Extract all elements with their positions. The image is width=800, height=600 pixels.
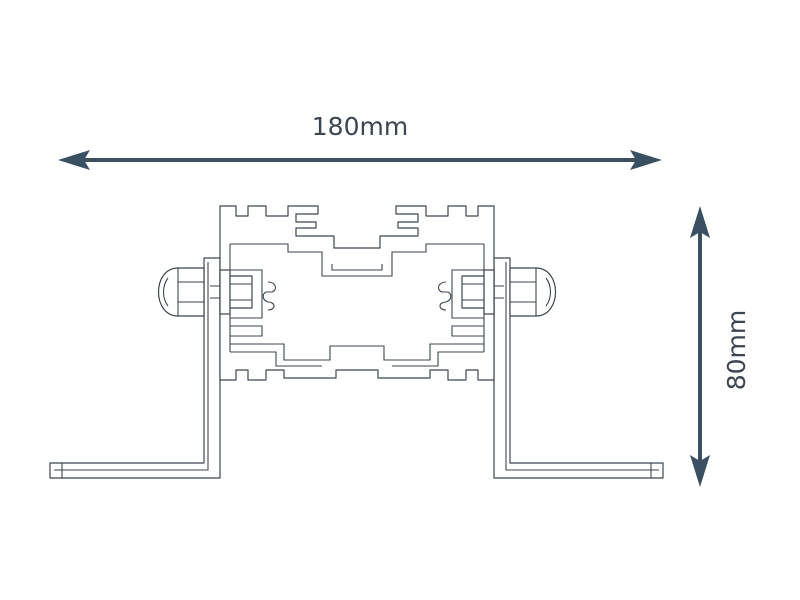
width-dimension-label: 180mm	[312, 112, 408, 141]
height-arrow-bottom	[690, 455, 710, 487]
left-cap-nut	[157, 267, 205, 317]
right-bolt-assembly	[461, 267, 557, 317]
height-dimension-label: 80mm	[722, 310, 751, 391]
width-arrow-right	[630, 150, 662, 170]
left-bolt-assembly	[157, 267, 253, 317]
right-cap-nut	[509, 267, 557, 317]
height-dimension: 80mm	[690, 206, 751, 487]
aluminium-profile	[219, 205, 495, 381]
width-arrow-left	[58, 150, 90, 170]
height-arrow-top	[690, 206, 710, 238]
width-dimension: 180mm	[58, 112, 662, 170]
